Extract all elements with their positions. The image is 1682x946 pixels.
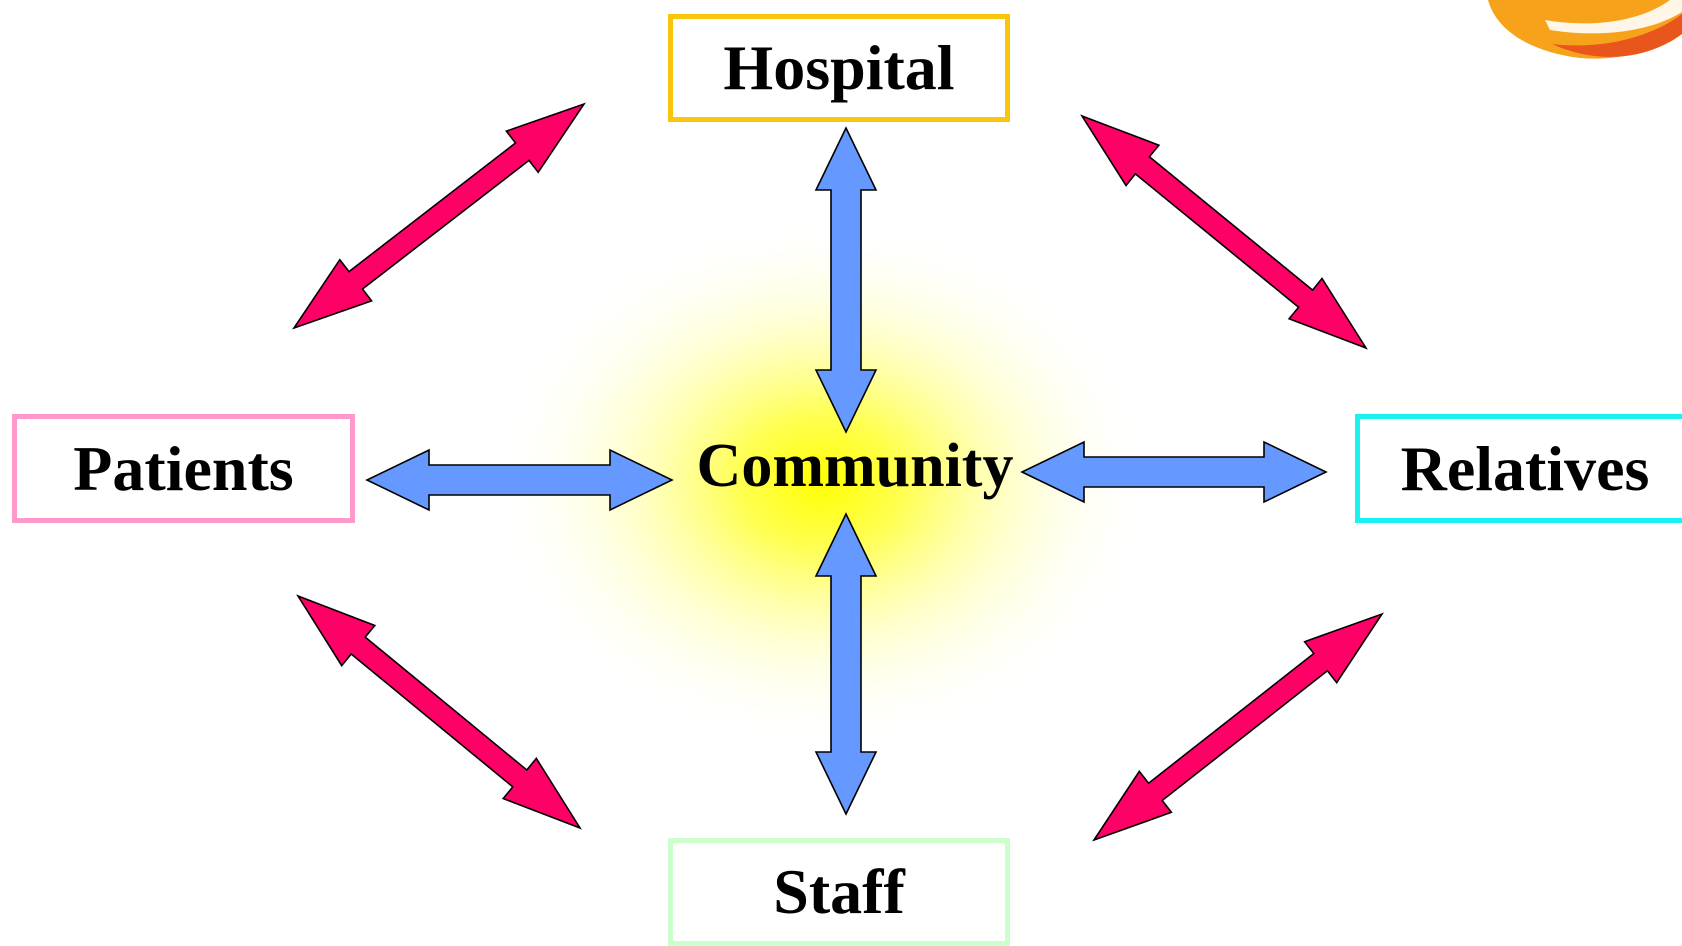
node-relatives-label: Relatives <box>1400 432 1650 504</box>
arrow-hospital-relatives <box>1080 114 1368 350</box>
node-community: Community <box>690 428 1020 504</box>
arrow-community-relatives <box>1020 440 1328 504</box>
arrow-community-patients <box>365 448 674 512</box>
node-hospital-label: Hospital <box>723 32 955 103</box>
node-community-label: Community <box>696 432 1014 500</box>
node-patients-label: Patients <box>73 432 294 504</box>
arrow-community-staff <box>814 512 878 816</box>
arrow-patients-staff <box>296 594 582 830</box>
swoosh-logo-icon <box>1488 0 1682 59</box>
community-glow <box>492 217 1152 747</box>
arrow-community-hospital <box>814 126 878 434</box>
node-staff-label: Staff <box>773 856 905 927</box>
node-relatives: Relatives <box>1355 414 1682 523</box>
node-staff: Staff <box>668 838 1010 946</box>
node-hospital: Hospital <box>668 14 1010 122</box>
node-patients: Patients <box>12 414 355 523</box>
arrow-patients-hospital <box>292 102 586 330</box>
arrow-staff-relatives <box>1092 612 1384 842</box>
